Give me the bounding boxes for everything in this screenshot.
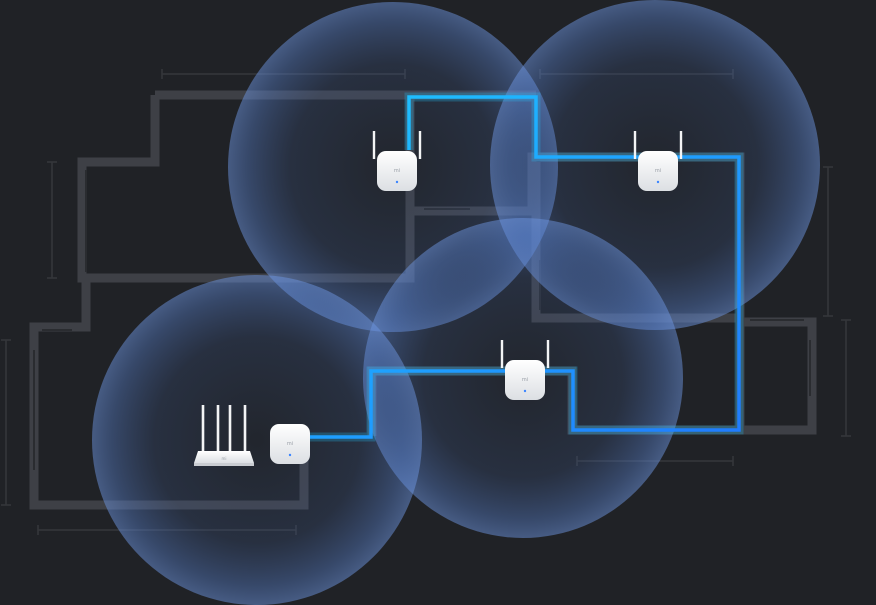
adapter-top-left-logo: mi (394, 168, 400, 174)
router-logo: mi (221, 456, 226, 461)
adapter-base-led (288, 453, 292, 457)
powerline-adapter-base-icon: mi (270, 424, 310, 464)
router-icon: mi (194, 405, 254, 466)
adapter-base-logo: mi (287, 441, 293, 447)
powerline-adapter-top-right-icon: mi (633, 131, 683, 191)
adapter-top-right-logo: mi (655, 168, 661, 174)
powerline-adapter-center-icon: mi (500, 340, 550, 400)
adapter-top-right-led (656, 180, 660, 184)
adapter-center-led (523, 389, 527, 393)
adapter-center-logo: mi (522, 377, 528, 383)
powerline-cable (308, 92, 744, 442)
adapter-top-left-led (395, 180, 399, 184)
powerline-adapter-top-left-icon: mi (372, 131, 422, 191)
coverage-circle-bottom-left (92, 275, 422, 605)
